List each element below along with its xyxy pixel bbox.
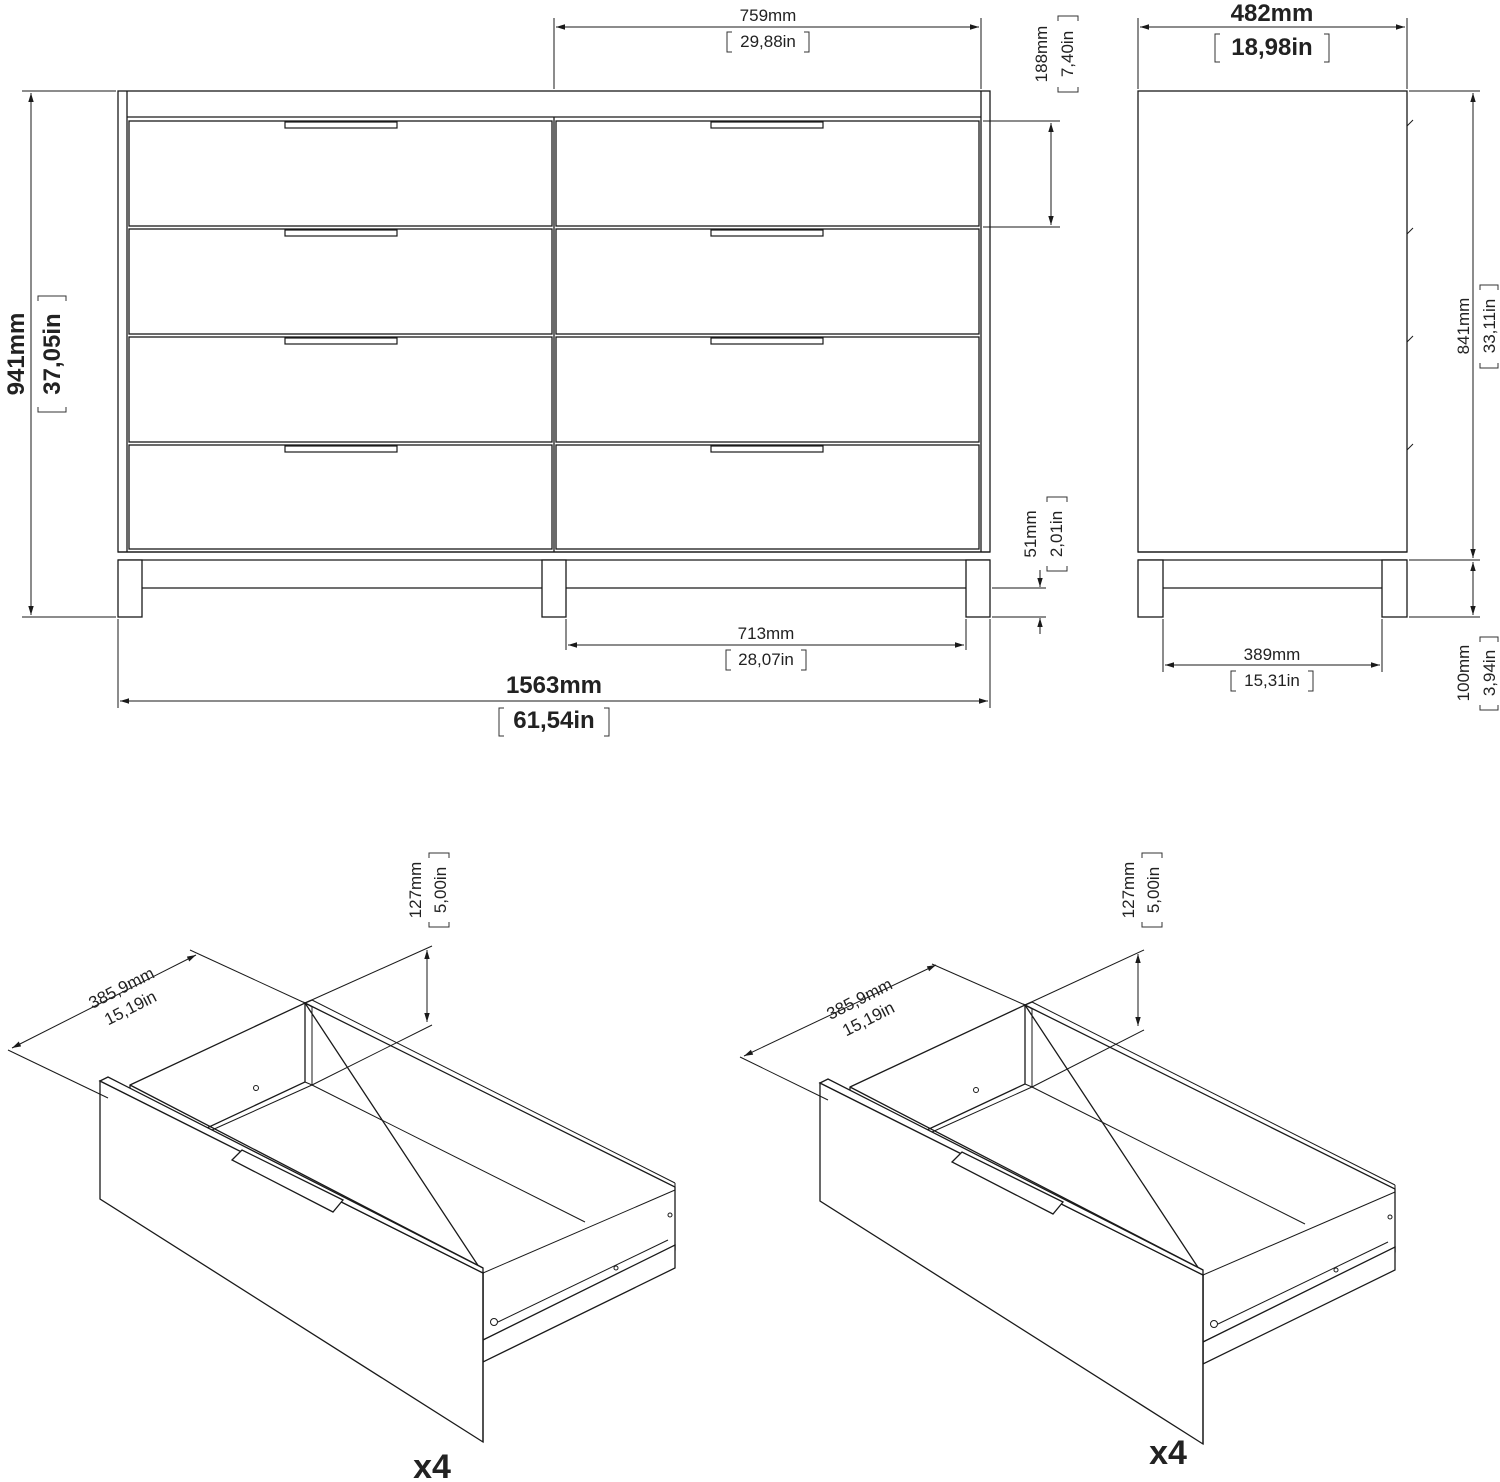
drawer-left: 385,9mm 15,19in 127mm 5,00in x4 (7, 852, 676, 1482)
body-height-mm-label: 841mm (1454, 298, 1473, 355)
leg-span-mm-label: 713mm (738, 624, 795, 643)
leg-height-mm-label: 100mm (1454, 645, 1473, 702)
plinth-mm-label: 51mm (1021, 510, 1040, 557)
side-leg-span-mm-label: 389mm (1244, 645, 1301, 664)
legs (117, 559, 991, 618)
drawer-fronts (128, 120, 980, 550)
depth-in-label: 18,98in (1231, 34, 1312, 61)
drawer-height-in-label: 7,40in (1058, 31, 1077, 77)
drawer-left-height-in-label: 5,00in (431, 867, 450, 913)
drawer-handle (230, 1149, 345, 1213)
body-height-in-label: 33,11in (1480, 299, 1499, 354)
drawer-right-height-mm-label: 127mm (1119, 862, 1138, 919)
half-width-mm-label: 759mm (740, 6, 797, 25)
leg-height-in-label: 3,94in (1480, 650, 1499, 696)
drawer-left-height-mm-label: 127mm (406, 862, 425, 919)
leg-span-in-label: 28,07in (738, 650, 794, 669)
side-view: 482mm 18,98in 841mm 33,11in 100mm 3,94in… (1137, 0, 1499, 711)
drawer-right-height-in-label: 5,00in (1144, 867, 1163, 913)
plinth-in-label: 2,01in (1047, 511, 1066, 557)
height-in-label: 37,05in (39, 313, 66, 394)
drawer-right: 385,9mm 15,19in 127mm 5,00in x4 (739, 852, 1396, 1472)
drawer-left-quantity: x4 (413, 1448, 451, 1482)
drawer-right-quantity: x4 (1149, 1434, 1187, 1472)
side-leg-span-in-label: 15,31in (1244, 671, 1300, 690)
depth-mm-label: 482mm (1231, 0, 1314, 27)
half-width-in-label: 29,88in (740, 32, 796, 51)
height-mm-label: 941mm (3, 313, 30, 396)
drawer-handle (950, 1151, 1065, 1215)
drawer-handles (284, 121, 824, 453)
front-view: 1563mm 61,54in 713mm 28,07in 759mm 29,88… (3, 6, 1079, 737)
width-mm-label: 1563mm (506, 672, 602, 699)
drawer-height-mm-label: 188mm (1032, 26, 1051, 83)
side-body (1137, 90, 1408, 553)
width-in-label: 61,54in (513, 707, 594, 734)
